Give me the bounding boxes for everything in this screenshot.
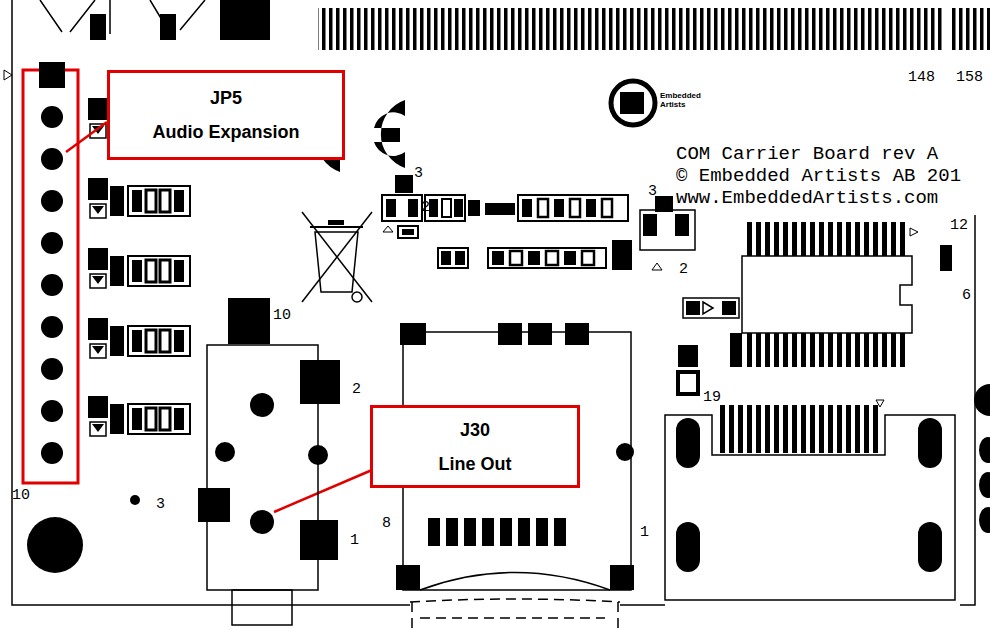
website-text: www.EmbeddedArtists.com [676,189,938,208]
board-title: COM Carrier Board rev A [676,145,938,164]
pin-number: 3 [414,166,423,181]
pin-number: 158 [956,70,983,85]
callout-text: Line Out [439,453,512,475]
pin-number: 8 [382,516,391,531]
pin-number: 3 [156,497,165,512]
pin-number: 3 [648,184,657,199]
pin-number: 2 [421,200,430,215]
callout-text: Audio Expansion [152,121,299,143]
pin-number: 2 [679,262,688,277]
pin-number: 1 [640,525,649,540]
pin-number: 12 [950,218,968,233]
pin-number: 6 [962,288,971,303]
copyright-text: © Embedded Artists AB 201 [676,167,961,186]
pin-number: 10 [273,308,291,323]
callout-box: JP5Audio Expansion [107,70,345,160]
callout-box: J30Line Out [370,405,580,488]
callout-text: J30 [460,419,490,441]
pin-number: 148 [908,70,935,85]
pin-number: 1 [350,533,359,548]
pin-number: 10 [12,488,30,503]
logo-text: Embedded Artists [660,92,702,110]
pin-number: 2 [352,382,361,397]
callout-text: JP5 [210,87,242,109]
pin-number: 19 [703,390,721,405]
